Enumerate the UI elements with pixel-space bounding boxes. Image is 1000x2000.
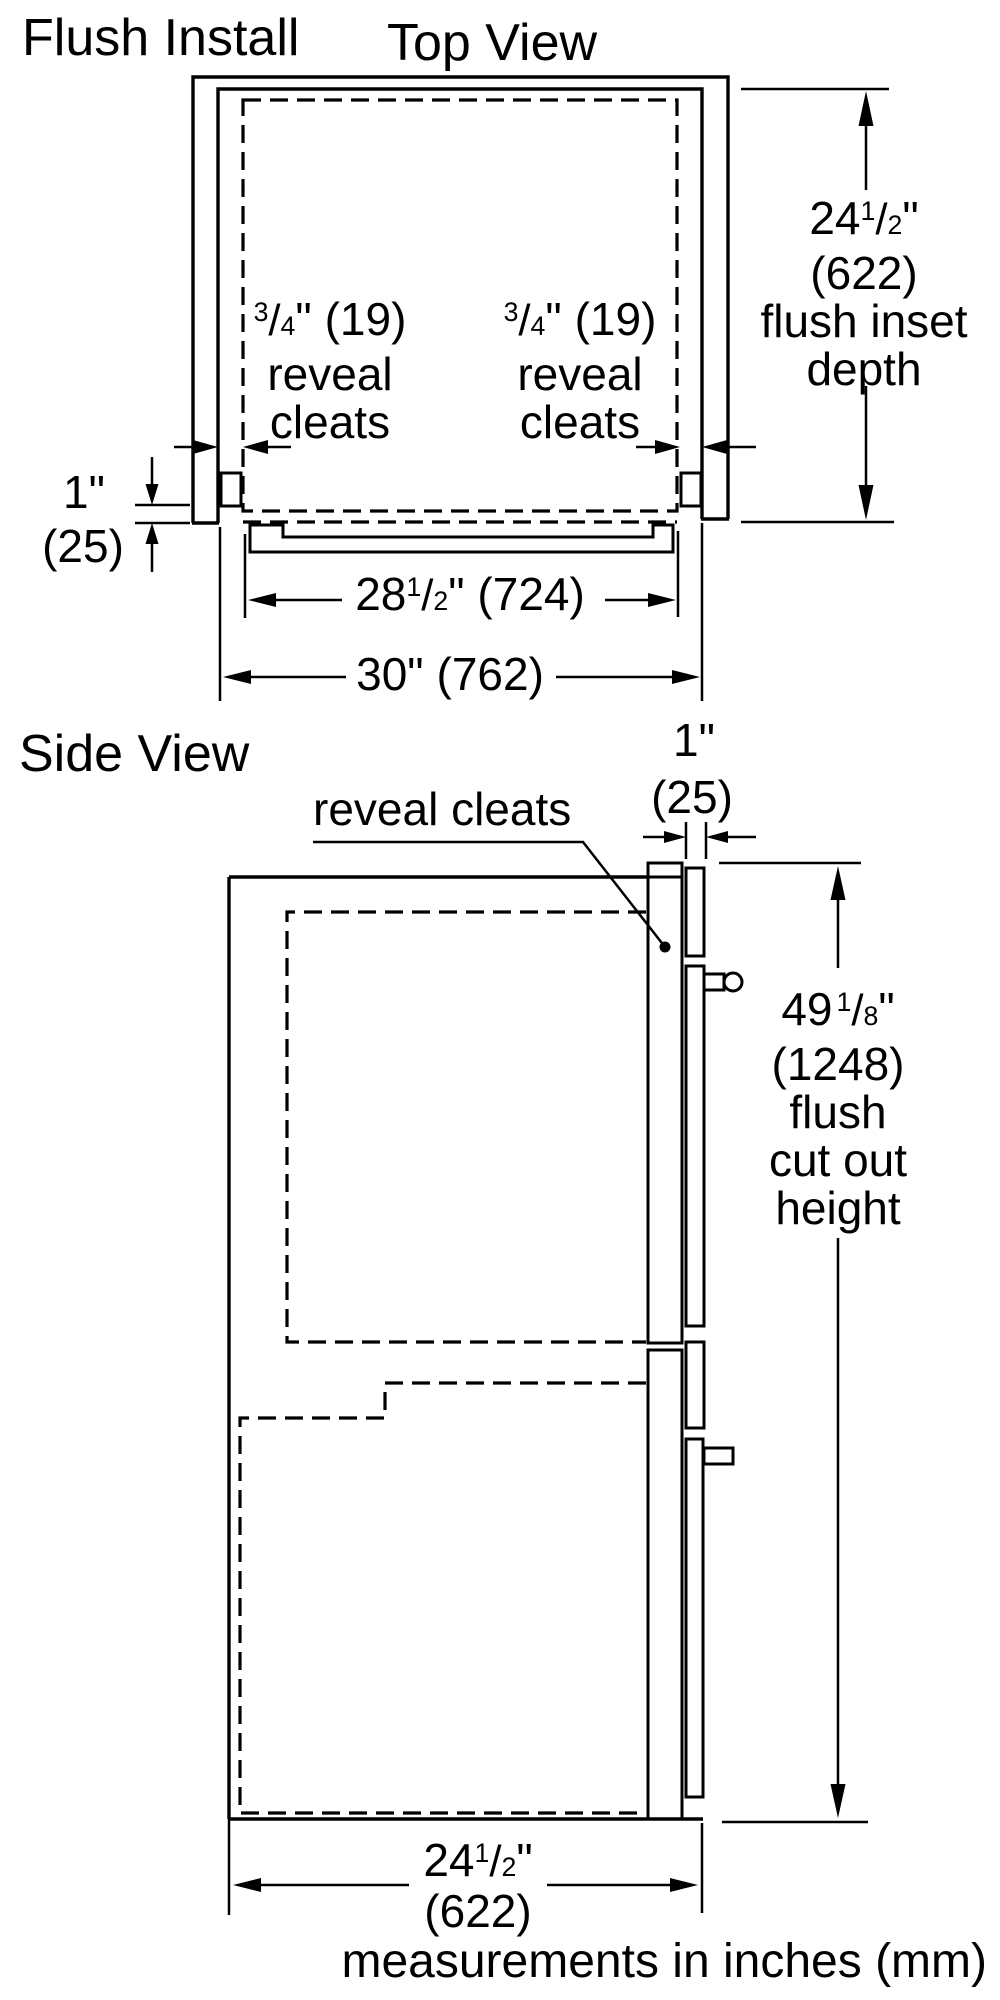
flush-inset-depth-note: 241/2" (622) flush inset depth xyxy=(760,194,967,393)
side-view-title: Side View xyxy=(19,725,250,783)
upper-handle-knob xyxy=(722,971,744,993)
cutout-height-label-3: height xyxy=(775,1182,901,1234)
lower-door-handle xyxy=(702,1446,735,1466)
reveal-cleat-bar-lower xyxy=(646,1348,684,1821)
side-depth-value: 241/2" xyxy=(423,1834,533,1886)
cutout-height-label-2: cut out xyxy=(768,1134,908,1186)
lower-door-panel xyxy=(684,1437,705,1799)
reveal-cleat-left-rect xyxy=(219,471,243,508)
wall-end-caps xyxy=(192,517,729,525)
cleat-label-left-2: cleats xyxy=(269,396,391,448)
cutout-height-label-1: flush xyxy=(789,1086,887,1138)
cleat-label-left-1: reveal xyxy=(267,348,393,400)
overall-width-value: 30"(762) xyxy=(356,648,544,700)
cleat-size-right: 3/4"(19) xyxy=(503,293,657,345)
door-proud-mm: (25) xyxy=(651,771,733,823)
upper-door-handle xyxy=(702,972,726,992)
top-view-title: Top View xyxy=(387,14,598,72)
dim-flush-inset-depth xyxy=(741,87,894,524)
upper-trim-panel xyxy=(684,866,706,958)
cutout-height-mm: (1248) xyxy=(771,1038,905,1090)
dim-door-proud xyxy=(643,822,756,859)
reveal-cleats-note-left: 3/4"(19) reveal cleats xyxy=(254,295,407,446)
reveal-cleats-callout: reveal cleats xyxy=(313,783,572,835)
reveal-cleat-bar-upper xyxy=(646,861,684,1345)
side-view-drawing xyxy=(227,822,868,1915)
dim-cleat-thickness xyxy=(135,457,190,572)
cleat-size-left: 3/4"(19) xyxy=(253,293,407,345)
cleat-label-right-2: cleats xyxy=(519,396,641,448)
reveal-cleat-right-rect xyxy=(679,471,703,508)
dim-side-depth xyxy=(227,1819,704,1915)
cutout-width-value: 281/2"(724) xyxy=(355,568,585,620)
cleat-thickness-value: 1" xyxy=(63,466,105,518)
cleat-pointer-arrows xyxy=(174,440,756,454)
top-view-drawing xyxy=(135,75,894,701)
lower-cavity-dashed xyxy=(238,1381,646,1815)
upper-cavity-dashed xyxy=(285,910,646,1344)
page-title: Flush Install xyxy=(22,9,300,67)
inset-depth-label-1: flush inset xyxy=(760,295,968,347)
door-proud-value: 1" xyxy=(673,714,715,766)
upper-door-panel xyxy=(684,964,706,1328)
measurement-units-note: measurements in inches (mm) xyxy=(341,1935,987,1988)
dim-overall-width xyxy=(218,523,704,701)
middle-trim-panel xyxy=(684,1340,706,1430)
inset-depth-value: 241/2" xyxy=(809,192,919,244)
cleat-label-right-1: reveal xyxy=(517,348,643,400)
flush-cutout-dashed-outline xyxy=(241,98,679,513)
oven-door-handle-profile xyxy=(248,523,675,554)
side-depth-mm: (622) xyxy=(424,1885,532,1937)
cabinet-outer-wall xyxy=(191,75,730,523)
cleat-thickness-mm: (25) xyxy=(42,520,124,572)
dim-cutout-width xyxy=(243,531,680,618)
inset-depth-label-2: depth xyxy=(806,343,922,395)
reveal-cleats-note-right: 3/4"(19) reveal cleats xyxy=(504,295,657,446)
cabinet-inner-wall xyxy=(216,87,704,523)
reveal-cleats-leader xyxy=(313,840,671,953)
dim-flush-cutout-height xyxy=(719,861,868,1824)
oven-front-panels xyxy=(684,866,744,1799)
inset-depth-mm: (622) xyxy=(810,247,918,299)
